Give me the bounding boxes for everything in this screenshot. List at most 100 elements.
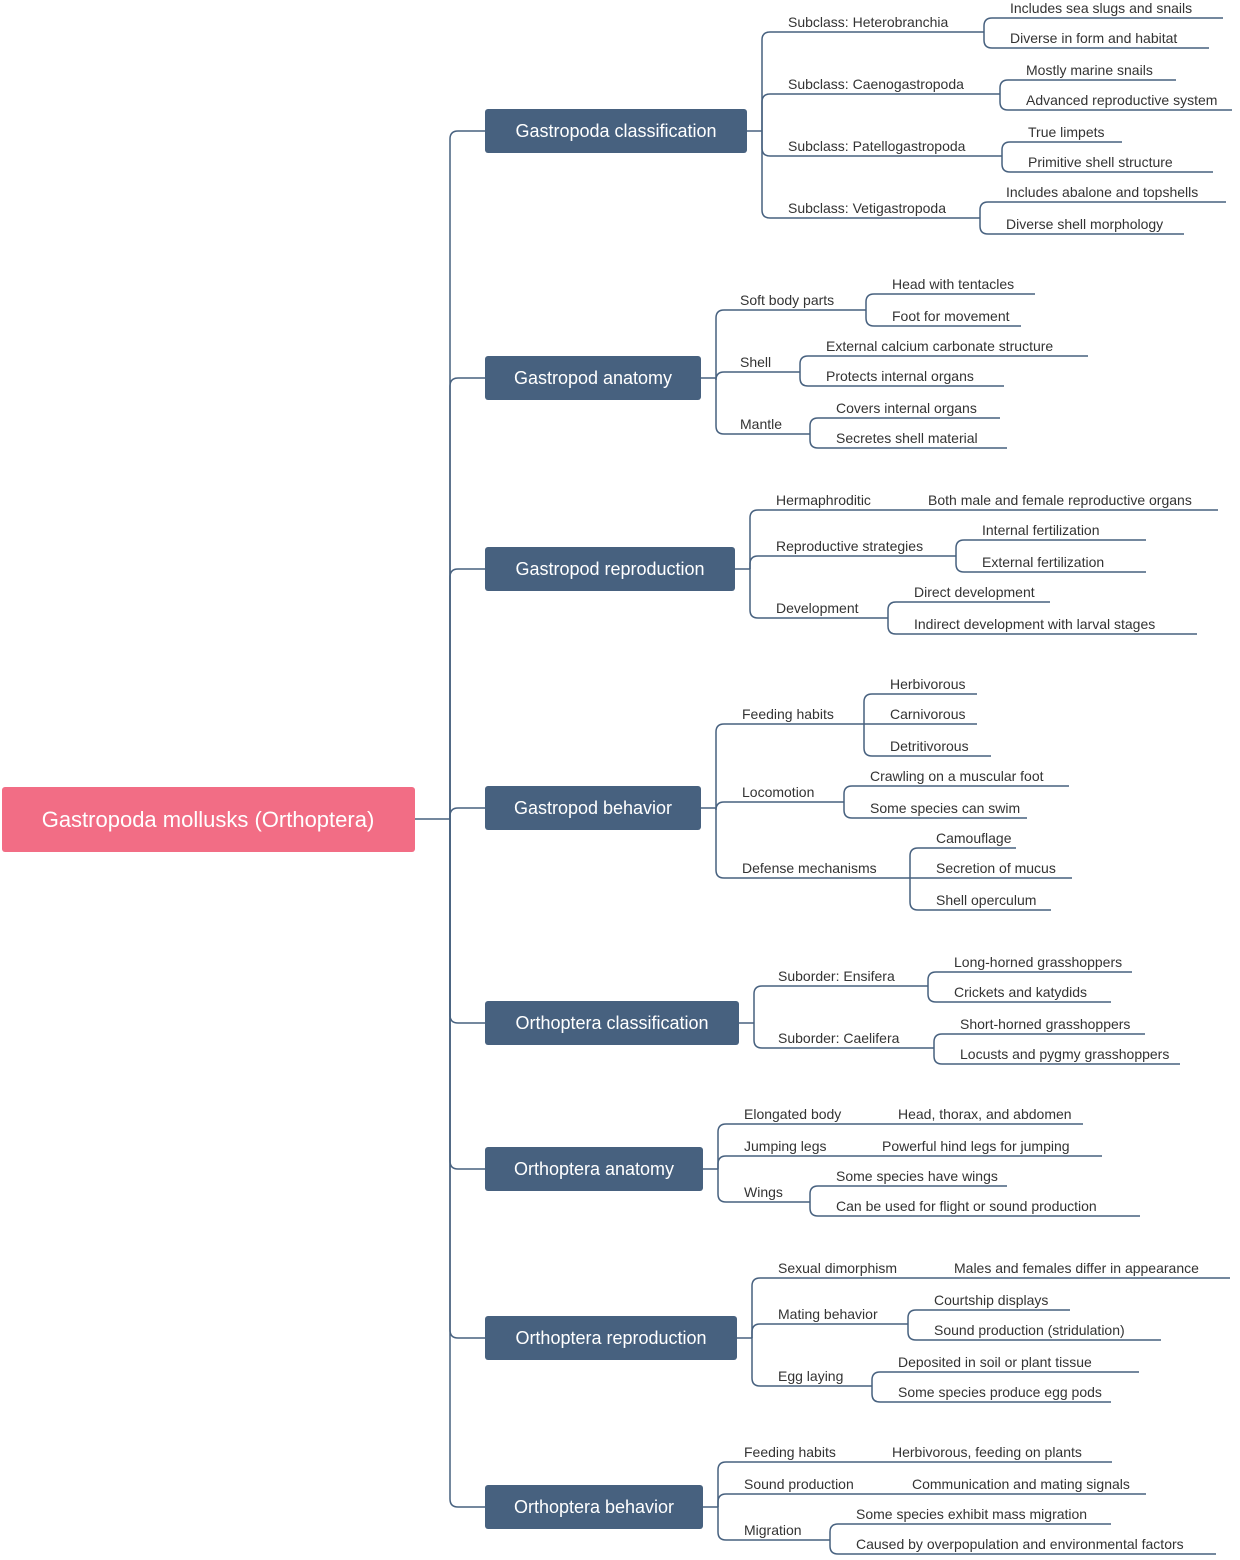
leaf-connector [871,1371,1139,1386]
leaf-label[interactable]: Secretion of mucus [936,860,1056,876]
leaf-label[interactable]: Crawling on a muscular foot [870,768,1044,784]
leaf-label[interactable]: Some species produce egg pods [898,1384,1102,1400]
leaf-label[interactable]: Herbivorous, feeding on plants [892,1444,1082,1460]
branch-node[interactable]: Orthoptera anatomy Elongated body Head, th… [485,1106,1097,1214]
leaf-label[interactable]: External fertilization [982,554,1104,570]
leaf-label[interactable]: Covers internal organs [836,400,977,416]
topic-label[interactable]: Mating behavior [778,1306,878,1322]
topic-label[interactable]: Egg laying [778,1368,843,1384]
topic-label[interactable]: Suborder: Ensifera [778,968,895,984]
leaf-label[interactable]: Advanced reproductive system [1026,92,1217,108]
leaf-connector [863,724,991,757]
branch-label: Gastropod anatomy [514,368,672,388]
branch-node[interactable]: Gastropod anatomy Soft body parts Head wit… [485,276,1053,446]
leaf-connector [979,218,1184,235]
child-connector [715,808,910,879]
branch-box [485,547,735,591]
topic-label[interactable]: Suborder: Caelifera [778,1030,900,1046]
topic-label[interactable]: Defense mechanisms [742,860,877,876]
branch-connector [449,819,485,1024]
leaf-connector [1001,156,1213,173]
leaf-label[interactable]: Camouflage [936,830,1012,846]
child-connector [717,1123,872,1169]
leaf-label[interactable]: Primitive shell structure [1028,154,1173,170]
leaf-label[interactable]: Deposited in soil or plant tissue [898,1354,1092,1370]
topic-label[interactable]: Subclass: Vetigastropoda [788,200,946,216]
topic-label[interactable]: Feeding habits [742,706,834,722]
topic-label[interactable]: Feeding habits [744,1444,836,1460]
leaf-connector [809,434,1007,449]
leaf-label[interactable]: Males and females differ in appearance [954,1260,1199,1276]
topic-label[interactable]: Reproductive strategies [776,538,923,554]
leaf-label[interactable]: Both male and female reproductive organs [928,492,1192,508]
leaf-label[interactable]: Shell operculum [936,892,1036,908]
leaf-label[interactable]: Short-horned grasshoppers [960,1016,1130,1032]
leaf-label[interactable]: Indirect development with larval stages [914,616,1155,632]
leaf-label[interactable]: Locusts and pygmy grasshoppers [960,1046,1169,1062]
branch-label: Orthoptera reproduction [515,1328,706,1348]
topic-label[interactable]: Elongated body [744,1106,841,1122]
leaf-label[interactable]: Includes abalone and topshells [1006,184,1198,200]
leaf-label[interactable]: Secretes shell material [836,430,978,446]
leaf-label[interactable]: Head, thorax, and abdomen [898,1106,1072,1122]
leaf-label[interactable]: Diverse shell morphology [1006,216,1163,232]
leaf-label[interactable]: Mostly marine snails [1026,62,1153,78]
child-connector [753,985,928,1023]
leaf-label[interactable]: Crickets and katydids [954,984,1087,1000]
leaf-label[interactable]: Some species exhibit mass migration [856,1506,1087,1522]
topic-label[interactable]: Subclass: Heterobranchia [788,14,949,30]
topic-label[interactable]: Locomotion [742,784,814,800]
topic-label[interactable]: Jumping legs [744,1138,827,1154]
leaf-label[interactable]: External calcium carbonate structure [826,338,1053,354]
leaf-label[interactable]: Direct development [914,584,1035,600]
leaf-label[interactable]: Sound production (stridulation) [934,1322,1125,1338]
topic-label[interactable]: Subclass: Caenogastropoda [788,76,964,92]
branch-label: Orthoptera classification [515,1013,708,1033]
branch-connector [449,377,485,819]
leaf-label[interactable]: Some species can swim [870,800,1020,816]
topic-label[interactable]: Sound production [744,1476,854,1492]
topic-label[interactable]: Migration [744,1522,802,1538]
leaf-label[interactable]: Some species have wings [836,1168,998,1184]
topic-label[interactable]: Subclass: Patellogastropoda [788,138,966,154]
branch-node[interactable]: Orthoptera reproduction Sexual dimorphism… [485,1260,1199,1400]
topic-label[interactable]: Hermaphroditic [776,492,871,508]
child-connector [715,801,844,811]
leaf-label[interactable]: Foot for movement [892,308,1010,324]
leaf-label[interactable]: Can be used for flight or sound producti… [836,1198,1097,1214]
leaf-label[interactable]: Herbivorous [890,676,965,692]
leaf-label[interactable]: Protects internal organs [826,368,974,384]
leaf-label[interactable]: Detritivorous [890,738,969,754]
leaf-label[interactable]: Carnivorous [890,706,965,722]
topic-label[interactable]: Wings [744,1184,783,1200]
topic-label[interactable]: Mantle [740,416,782,432]
child-connector [753,1023,934,1049]
leaf-label[interactable]: Communication and mating signals [912,1476,1130,1492]
child-connector [717,1461,866,1507]
topic-label[interactable]: Sexual dimorphism [778,1260,897,1276]
branch-label: Orthoptera anatomy [514,1159,674,1179]
leaf-label[interactable]: Includes sea slugs and snails [1010,0,1192,16]
leaf-label[interactable]: Internal fertilization [982,522,1100,538]
leaf-label[interactable]: Caused by overpopulation and environment… [856,1536,1184,1552]
branch-node[interactable]: Orthoptera classification Suborder: Ensif… [485,954,1169,1062]
leaf-label[interactable]: True limpets [1028,124,1105,140]
leaf-label[interactable]: Long-horned grasshoppers [954,954,1122,970]
leaf-label[interactable]: Powerful hind legs for jumping [882,1138,1070,1154]
leaf-label[interactable]: Head with tentacles [892,276,1014,292]
branch-box [485,1316,737,1360]
topic-label[interactable]: Development [776,600,859,616]
leaf-label[interactable]: Diverse in form and habitat [1010,30,1177,46]
leaf-connector [809,1185,1007,1202]
branch-box [485,356,701,400]
topic-label[interactable]: Soft body parts [740,292,834,308]
topic-label[interactable]: Shell [740,354,771,370]
branch-connector [449,819,485,1339]
root-node[interactable]: Gastropoda mollusks (Orthoptera) [2,787,415,852]
leaf-label[interactable]: Courtship displays [934,1292,1048,1308]
